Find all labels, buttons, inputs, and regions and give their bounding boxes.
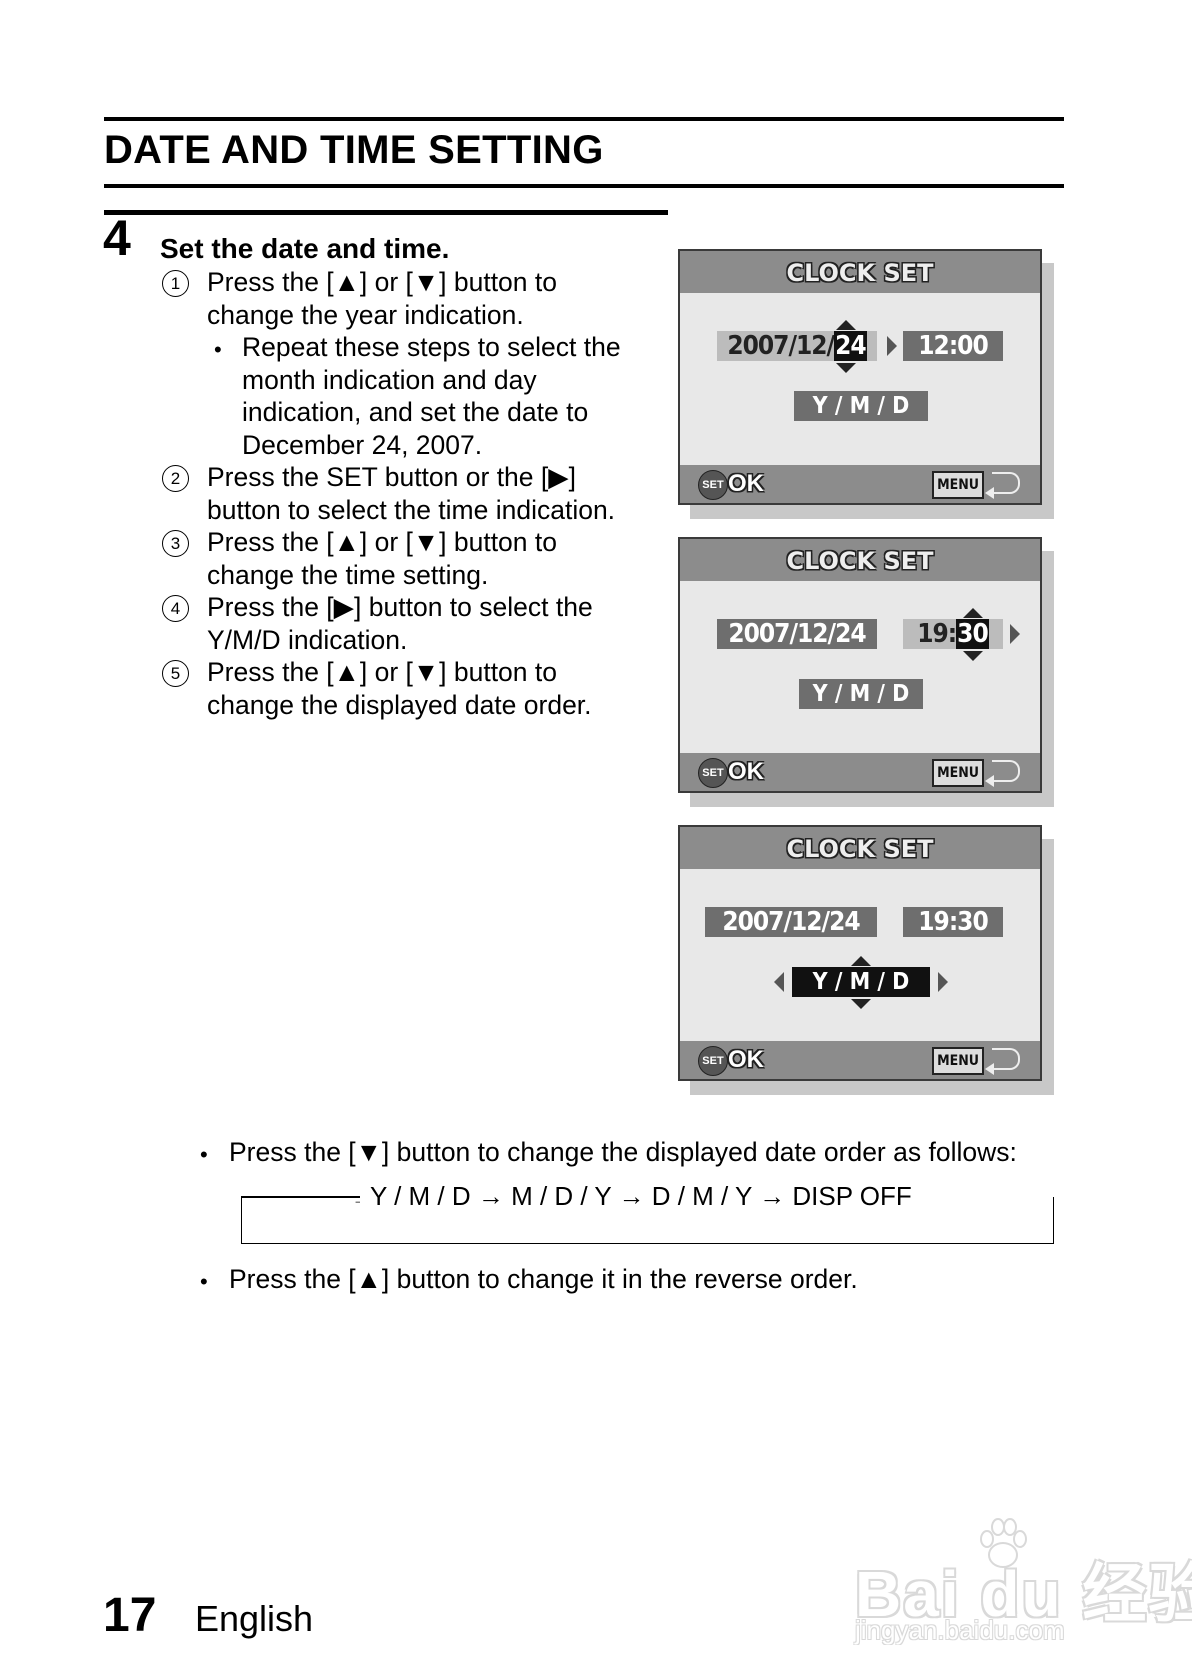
watermark-url: jingyan.baidu.com — [855, 1615, 1065, 1645]
menu-button-icon: MENU — [932, 759, 984, 787]
step-heading: Set the date and time. — [160, 233, 450, 264]
time-field: 19:30 — [903, 907, 1003, 937]
date-field: 2007/12/24 — [705, 907, 877, 937]
down-arrow-icon — [851, 999, 871, 1009]
sub-bullet-line-4: December 24, 2007. — [242, 429, 483, 460]
menu-button-icon: MENU — [932, 471, 984, 499]
step-rule — [104, 210, 668, 215]
time-field: 12:00 — [903, 331, 1003, 361]
set-button-icon: SET — [698, 470, 728, 500]
instruction-4-line-2: Y/M/D indication. — [207, 624, 408, 655]
screen-footer-bar: SET OK MENU — [680, 1041, 1040, 1079]
step-marker-2: 2 — [162, 465, 189, 492]
screen-title: CLOCK SET — [680, 539, 1040, 581]
return-icon — [985, 760, 1020, 787]
order-note-bullet: • — [200, 1142, 208, 1167]
date-order-field: Y / M / D — [799, 679, 923, 709]
screen-footer-bar: SET OK MENU — [680, 753, 1040, 791]
clock-set-screen-3: CLOCK SET 2007/12/24 19:30 Y / M / D SET… — [678, 825, 1042, 1081]
page-number: 17 — [103, 1589, 157, 1642]
sub-bullet-line-3: indication, and set the date to — [242, 397, 589, 427]
return-icon — [985, 472, 1020, 499]
title-underline — [104, 184, 1064, 188]
step-number: 4 — [103, 210, 131, 266]
sub-bullet: • — [214, 337, 222, 362]
order-note: Press the [▼] button to change the displ… — [229, 1137, 1017, 1167]
screen-title: CLOCK SET — [680, 251, 1040, 293]
step-marker-1: 1 — [162, 270, 189, 297]
top-rule — [104, 117, 1064, 121]
set-button-icon: SET — [698, 758, 728, 788]
sub-bullet-line-2: month indication and day — [242, 364, 537, 395]
date-order-cycle: Y / M / D → M / D / Y → D / M / Y → DISP… — [360, 1181, 922, 1212]
instruction-3-line-1: Press the [▲] or [▼] button to — [207, 527, 557, 557]
clock-set-screen-1: CLOCK SET 2007/12/24 12:00 Y / M / D SET… — [678, 249, 1042, 505]
screen-title: CLOCK SET — [680, 827, 1040, 869]
ok-label: OK — [728, 470, 764, 497]
up-arrow-icon — [836, 320, 856, 330]
instruction-1-line-1: Press the [▲] or [▼] button to — [207, 267, 557, 297]
reverse-note: Press the [▲] button to change it in the… — [229, 1264, 858, 1294]
step-marker-3: 3 — [162, 530, 189, 557]
time-field: 19:30 — [903, 619, 1003, 649]
paw-logo-icon — [980, 1518, 1027, 1568]
page-language: English — [195, 1598, 314, 1639]
down-arrow-icon — [836, 363, 856, 373]
date-order-field: Y / M / D — [792, 967, 930, 997]
instruction-2-line-1: Press the SET button or the [▶] — [207, 462, 576, 492]
right-arrow-icon — [887, 336, 897, 356]
step-marker-4: 4 — [162, 595, 189, 622]
left-arrow-icon — [774, 972, 784, 992]
up-arrow-icon — [851, 956, 871, 966]
section-title: DATE AND TIME SETTING — [104, 128, 604, 172]
up-arrow-icon — [963, 608, 983, 618]
set-button-icon: SET — [698, 1046, 728, 1076]
sub-bullet-line-1: Repeat these steps to select the — [242, 332, 621, 362]
instruction-4-line-1: Press the [▶] button to select the — [207, 592, 593, 622]
date-field: 2007/12/24 — [717, 619, 877, 649]
right-arrow-icon — [1010, 624, 1020, 644]
screen-footer-bar: SET OK MENU — [680, 465, 1040, 503]
watermark-brand: Bai du 经验 — [855, 1558, 1192, 1630]
instruction-2-line-2: button to select the time indication. — [207, 494, 616, 525]
ok-label: OK — [728, 758, 764, 785]
instruction-3-line-2: change the time setting. — [207, 559, 489, 590]
time-prefix: 19: — [917, 619, 957, 649]
instruction-5-line-1: Press the [▲] or [▼] button to — [207, 657, 557, 687]
menu-button-icon: MENU — [932, 1047, 984, 1075]
reverse-note-bullet: • — [200, 1269, 208, 1294]
return-icon — [985, 1048, 1020, 1075]
ok-label: OK — [728, 1046, 764, 1073]
baidu-watermark: Bai du 经验 jingyan.baidu.com — [855, 1515, 1192, 1645]
cycle-diagram-loop — [241, 1197, 1054, 1244]
date-order-field: Y / M / D — [794, 391, 928, 421]
instruction-1-line-2: change the year indication. — [207, 299, 524, 330]
instruction-5-line-2: change the displayed date order. — [207, 689, 592, 720]
right-arrow-icon — [938, 972, 948, 992]
step-marker-5: 5 — [162, 660, 189, 687]
date-prefix: 2007/12/ — [727, 331, 835, 361]
down-arrow-icon — [963, 651, 983, 661]
time-selected-minutes: 30 — [956, 619, 989, 649]
clock-set-screen-2: CLOCK SET 2007/12/24 19:30 Y / M / D SET… — [678, 537, 1042, 793]
date-selected-day: 24 — [834, 331, 867, 361]
date-field: 2007/12/24 — [717, 331, 877, 361]
cycle-diagram-entry-line — [241, 1196, 361, 1198]
